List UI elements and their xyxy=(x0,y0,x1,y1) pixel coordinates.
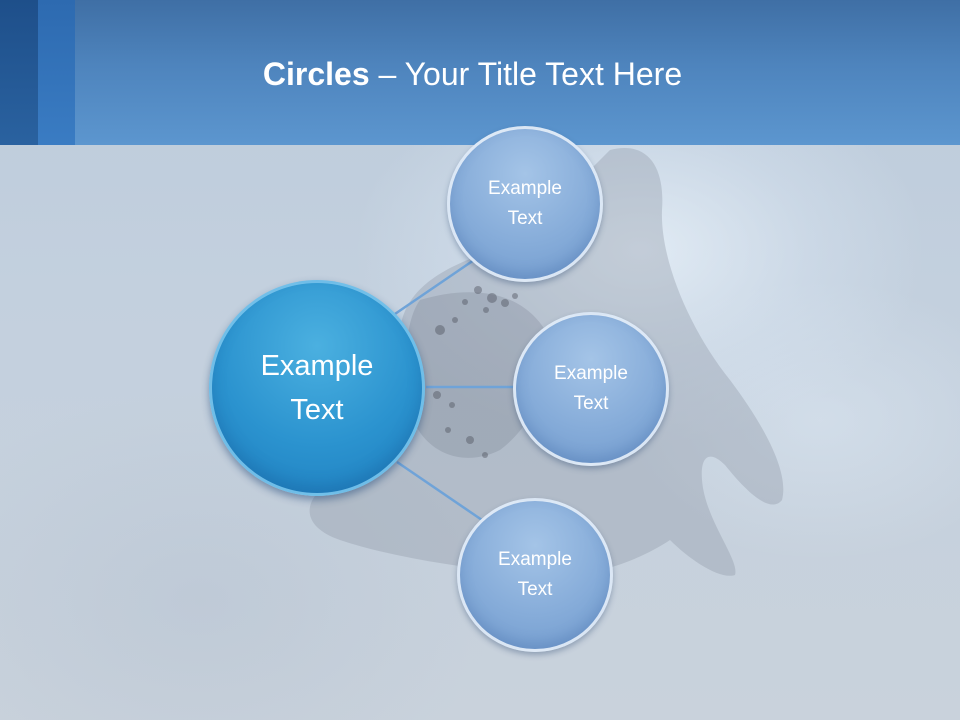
satellite-circle-label: Example Text xyxy=(488,178,562,229)
header-band xyxy=(0,0,960,145)
center-circle: Example Text xyxy=(209,280,425,496)
slide-title-rest: – Your Title Text Here xyxy=(369,56,683,92)
satellite-circle-middle: Example Text xyxy=(513,312,669,466)
manta-ray-shadow xyxy=(405,292,550,458)
manta-ray-spots xyxy=(433,286,518,458)
connector-line-bottom xyxy=(396,460,483,522)
satellite-circle-label: Example Text xyxy=(498,549,572,600)
slide-title: Circles – Your Title Text Here xyxy=(0,52,945,96)
satellite-circle-bottom: Example Text xyxy=(457,498,613,652)
connector-line-top xyxy=(391,258,475,318)
satellite-circle-label: Example Text xyxy=(554,363,628,414)
satellite-circle-top: Example Text xyxy=(447,126,603,282)
slide-title-bold: Circles xyxy=(262,56,370,92)
header-accent-bar-dark xyxy=(0,0,38,145)
header-accent-bar-light xyxy=(38,0,75,145)
center-circle-label: Example Text xyxy=(260,350,374,426)
